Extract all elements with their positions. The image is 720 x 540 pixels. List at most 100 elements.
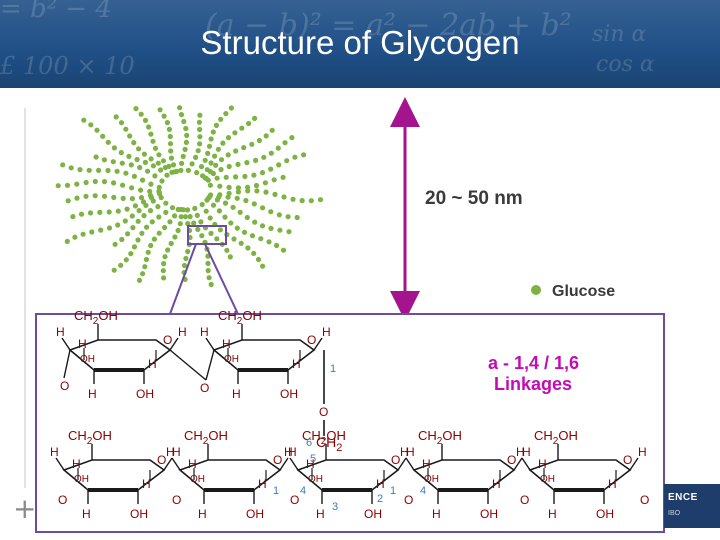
glucose-dot <box>246 120 252 127</box>
glucose-dot <box>268 150 274 156</box>
h-atom-label: H <box>292 357 301 371</box>
oh-label: OH <box>280 387 298 401</box>
h-atom-label: H <box>166 445 175 459</box>
h-atom-label: H <box>78 337 87 351</box>
glucose-dot <box>210 202 217 208</box>
banner-formula: sin α <box>592 22 647 47</box>
carbon-number: 1 <box>390 485 396 497</box>
glucose-dot <box>147 188 153 194</box>
glucose-dot <box>198 219 204 225</box>
glycosidic-oxygen-label: O <box>200 381 209 395</box>
glucose-dot <box>143 256 149 263</box>
glucose-dot <box>217 227 223 233</box>
glucose-dot <box>205 268 211 274</box>
ch2oh-label: CH2OH <box>218 308 262 327</box>
glucose-dot <box>285 214 291 220</box>
glucose-dot <box>193 154 199 160</box>
glucose-dot <box>105 167 111 174</box>
h-bond <box>61 337 71 351</box>
glucose-dot <box>206 143 213 149</box>
glucose-dot <box>299 198 305 204</box>
glycosidic-oxygen-label: O <box>520 493 529 507</box>
glucose-dot <box>162 254 168 260</box>
glucose-dot <box>184 132 190 138</box>
glucose-dot <box>167 133 173 140</box>
glucose-dot <box>222 200 229 206</box>
glucose-dot <box>169 205 176 211</box>
h-bond <box>521 457 531 471</box>
glucose-dot <box>123 257 129 263</box>
glucose-dot <box>160 158 166 164</box>
glucose-dot <box>263 189 269 195</box>
h-bond <box>279 457 289 471</box>
glucose-dot <box>210 170 216 177</box>
glucose-dot <box>177 105 183 111</box>
oh-label: OH <box>74 474 89 485</box>
banner-formula: = b² − 4 <box>0 0 112 24</box>
glucose-dot <box>192 205 198 211</box>
glucose-dot <box>237 209 243 215</box>
glucose-dot <box>252 115 258 121</box>
glucose-dot <box>208 160 214 166</box>
glucose-dot <box>64 238 70 244</box>
glucose-dot <box>218 157 225 163</box>
branch-oxygen-label: O <box>319 405 328 419</box>
glucose-dot <box>226 163 232 170</box>
glucose-dot <box>276 162 282 168</box>
glucose-dot <box>228 220 234 226</box>
oh-label: OH <box>190 474 205 485</box>
glucose-dot <box>234 225 240 231</box>
glucose-dot <box>231 236 237 242</box>
h-atom-label: H <box>400 445 409 459</box>
glucose-dot <box>205 260 211 266</box>
glucose-dot <box>277 227 283 233</box>
h-bond <box>629 457 639 471</box>
glycosidic-oxygen-label: O <box>60 379 69 393</box>
glucose-dot <box>276 212 282 218</box>
ring-oxygen-label: O <box>273 453 282 467</box>
glucose-legend-dot <box>531 285 541 295</box>
glucose-dot <box>183 139 189 145</box>
glucose-dot <box>159 178 165 184</box>
glucose-dot <box>225 135 232 141</box>
glucose-dot <box>148 156 154 162</box>
glucose-dot <box>187 214 193 220</box>
carbon-number: 4 <box>420 485 426 497</box>
glucose-dot <box>64 182 71 188</box>
glucose-dot <box>74 195 80 201</box>
glucose-dot <box>98 227 104 233</box>
glucose-dot <box>282 140 288 146</box>
linkage-label-line1: a - 1,4 / 1,6 <box>488 353 579 373</box>
glucose-dot <box>251 201 257 207</box>
glycosidic-bond <box>169 349 207 381</box>
h-atom-label: H <box>148 357 157 371</box>
glucose-dot <box>55 183 61 189</box>
ch2oh-label: CH2OH <box>302 428 346 447</box>
glucose-dot <box>210 129 216 135</box>
glucose-dot <box>241 229 248 235</box>
glucose-dot <box>290 196 296 202</box>
linkage-label-line2: Linkages <box>494 374 572 394</box>
glucose-dot <box>195 148 201 154</box>
glucose-dot <box>263 133 269 139</box>
banner-formula: cos α <box>596 52 655 77</box>
glucose-dot <box>138 187 144 193</box>
glucose-dot <box>161 261 167 267</box>
h-atom-label: H <box>172 445 181 459</box>
glucose-dot <box>128 162 134 168</box>
glucose-dot <box>156 230 162 236</box>
glucose-dot <box>126 153 132 159</box>
glucose-dot <box>252 219 258 225</box>
glucose-dot <box>249 141 255 147</box>
glucose-dot <box>65 198 71 204</box>
glucose-dot <box>86 167 92 173</box>
glucose-dot <box>138 111 144 117</box>
glucose-dot <box>156 214 162 220</box>
glucose-dot <box>194 212 200 218</box>
glucose-dot <box>256 137 262 144</box>
glucose-dot <box>100 133 106 139</box>
h-atom-label: H <box>492 477 501 491</box>
h-bond <box>55 457 65 471</box>
glucose-dot <box>213 162 219 168</box>
glucose-dot <box>233 174 239 180</box>
